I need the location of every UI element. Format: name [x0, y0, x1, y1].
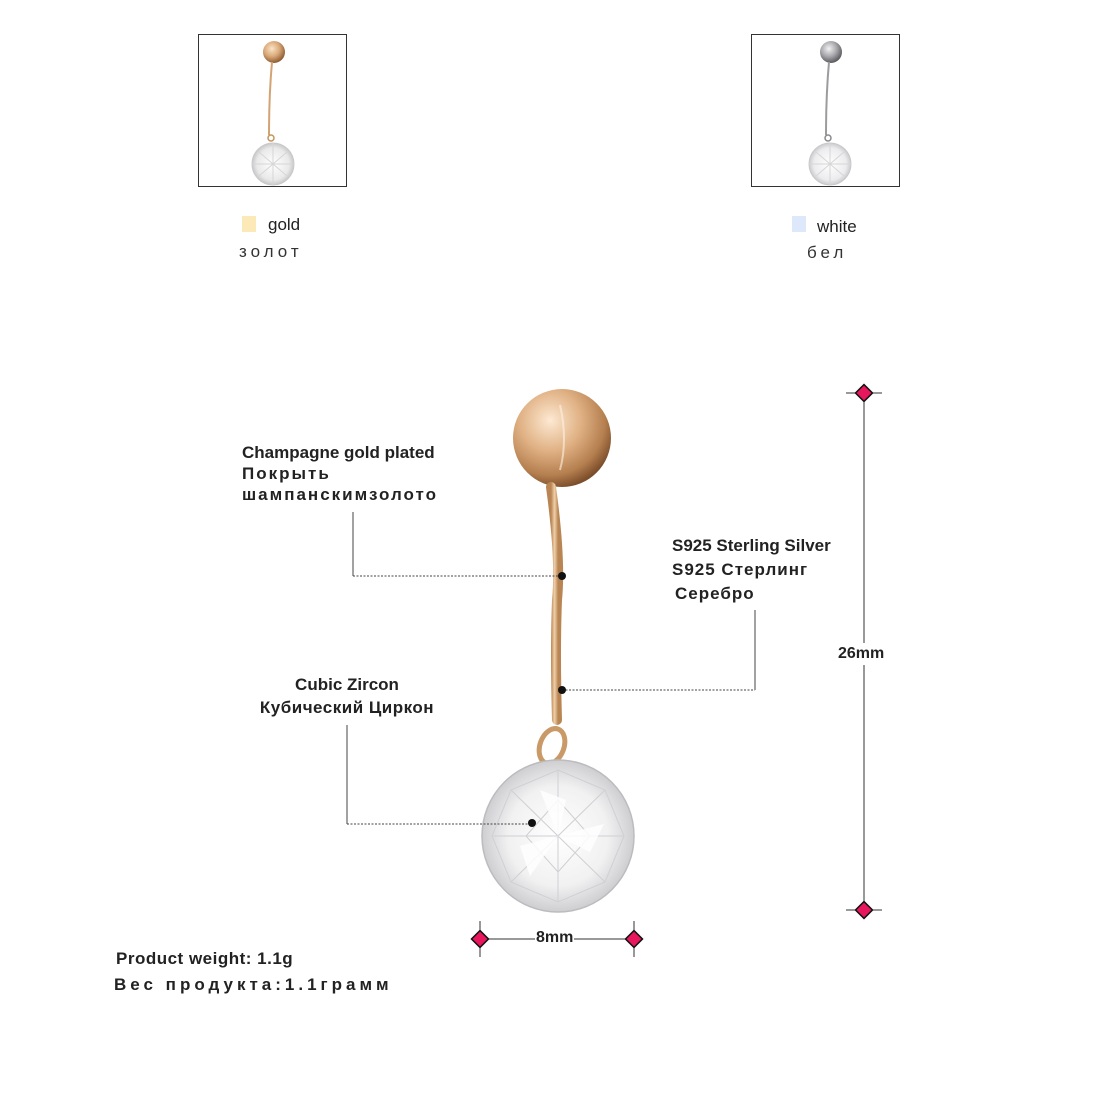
material-callout: S925 Sterling Silver S925 Стерлинг Сереб… [672, 534, 831, 606]
material-label-en: S925 Sterling Silver [672, 536, 831, 555]
product-weight-ru: Вес продукта:1.1грамм [114, 975, 393, 994]
plating-label-ru-2: шампанскимзолото [242, 485, 438, 504]
variant-thumbnail-white[interactable] [751, 34, 900, 187]
belly-ring-white-icon [808, 41, 852, 186]
product-weight-en: Product weight: 1.1g [116, 949, 294, 968]
plating-callout: Champagne gold plated Покрыть шампанским… [242, 442, 438, 505]
stone-label-en: Cubic Zircon [295, 675, 399, 694]
dimension-marker-right [624, 929, 644, 949]
stone-callout: Cubic Zircon Кубический Циркон [252, 673, 442, 719]
length-dimension-label: 26mm [838, 643, 885, 665]
variant-thumbnail-gold[interactable] [198, 34, 347, 187]
white-swatch[interactable] [792, 216, 806, 232]
material-pointer-dot [558, 686, 566, 694]
material-label-ru-2: Серебро [675, 584, 755, 603]
variant-label-white: white [817, 217, 857, 236]
belly-ring-gold-icon [251, 41, 295, 186]
dimension-marker-left [470, 929, 490, 949]
variant-label-gold-ru: золот [239, 242, 303, 261]
dimension-marker-top [854, 383, 874, 403]
plating-label-en: Champagne gold plated [242, 443, 435, 462]
stone-pointer-dot [528, 819, 536, 827]
stone-label-ru: Кубический Циркон [259, 698, 435, 717]
plating-label-ru-1: Покрыть [242, 464, 331, 483]
variant-label-white-ru: бел [807, 243, 848, 262]
dimension-marker-bottom [854, 900, 874, 920]
top-ball [513, 389, 611, 487]
plating-pointer-dot [558, 572, 566, 580]
stone-width-dimension-label: 8mm [535, 929, 575, 947]
cubic-zircon-stone [481, 759, 635, 913]
variant-label-gold: gold [268, 215, 301, 234]
material-label-ru-1: S925 Стерлинг [672, 560, 809, 579]
gold-swatch[interactable] [242, 216, 256, 232]
curved-bar [546, 482, 564, 725]
